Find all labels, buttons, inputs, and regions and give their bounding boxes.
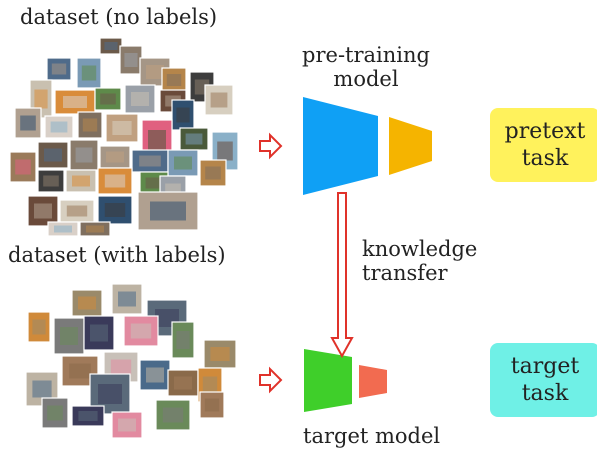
thumbnail-subject-shape: [118, 418, 136, 432]
dataset-no-labels-caption: dataset (no labels): [20, 5, 218, 29]
target-task-line1: target: [510, 353, 580, 379]
thumbnail-subject-shape: [32, 380, 52, 398]
thumbnail-subject-shape: [185, 133, 203, 145]
thumbnail-subject-shape: [78, 296, 96, 310]
thumbnail-subject-shape: [90, 324, 108, 342]
thumbnail-subject-shape: [118, 291, 136, 307]
thumbnail-subject-shape: [131, 92, 149, 106]
thumbnail-subject-shape: [78, 411, 98, 421]
dataset-thumbnail-image: [203, 339, 237, 369]
unlabeled-dataset-collage: [9, 37, 239, 237]
thumbnail-subject-shape: [104, 203, 126, 217]
thumbnail-subject-shape: [146, 367, 164, 383]
thumbnail-subject-shape: [47, 405, 63, 421]
dataset-thumbnail-image: [111, 283, 143, 315]
thumbnail-subject-shape: [75, 147, 93, 163]
thumbnail-subject-shape: [43, 175, 59, 187]
thumbnail-subject-shape: [100, 93, 116, 105]
pretext-task-box: pretext task: [490, 108, 597, 182]
thumbnail-subject-shape: [146, 65, 164, 79]
thumbnail-subject-shape: [20, 115, 36, 131]
knowledge-transfer-caption: knowledge transfer: [362, 237, 478, 285]
pretext-task-line1: pretext: [504, 118, 586, 144]
thumbnail-subject-shape: [104, 42, 118, 50]
thumbnail-subject-shape: [66, 205, 88, 217]
thumbnail-subject-shape: [63, 96, 87, 108]
target-task-line2: task: [521, 381, 569, 406]
thumbnail-subject-shape: [176, 107, 190, 123]
labeled-dataset-collage: [25, 283, 237, 439]
pretraining-caption-line2: model: [333, 66, 399, 91]
thumbnail-subject-shape: [130, 323, 152, 339]
thumbnail-subject-shape: [205, 166, 221, 180]
thumbnail-subject-shape: [81, 65, 97, 81]
thumbnail-subject-shape: [50, 121, 68, 133]
thumbnail-subject-shape: [174, 156, 192, 170]
knowledge-caption-line2: transfer: [362, 260, 448, 285]
thumbnail-subject-shape: [34, 203, 52, 219]
target-model-caption: target model: [303, 424, 441, 448]
thumbnail-subject-shape: [86, 225, 104, 233]
thumbnail-subject-shape: [110, 359, 132, 375]
target-head-shape: [359, 365, 387, 398]
thumbnail-subject-shape: [217, 141, 233, 161]
pretext-task-line2: task: [521, 146, 569, 171]
thumbnail-subject-shape: [202, 376, 218, 394]
thumbnail-subject-shape: [44, 148, 62, 162]
dataset-thumbnail-image: [54, 89, 96, 115]
thumbnail-subject-shape: [98, 384, 122, 404]
thumbnail-subject-shape: [150, 201, 186, 221]
dataset-thumbnail-image: [83, 315, 115, 351]
target-task-box: target task: [490, 343, 597, 417]
thumbnail-subject-shape: [72, 175, 90, 187]
thumbnail-subject-shape: [32, 319, 46, 335]
thumbnail-subject-shape: [104, 174, 126, 188]
knowledge-transfer-arrow: [330, 192, 354, 359]
thumbnail-subject-shape: [54, 225, 72, 233]
dataset-to-target-arrow: [259, 366, 283, 394]
thumbnail-subject-shape: [204, 398, 220, 412]
dataset-to-pretraining-arrow: [259, 132, 283, 160]
pretraining-caption-line1: pre-training: [302, 43, 430, 67]
dataset-thumbnail-image: [199, 159, 227, 187]
dataset-with-labels-caption: dataset (with labels): [8, 243, 226, 267]
thumbnail-subject-shape: [174, 376, 192, 390]
thumbnail-subject-shape: [69, 363, 91, 379]
dataset-thumbnail-image: [199, 391, 225, 419]
thumbnail-subject-shape: [145, 177, 163, 189]
dataset-thumbnail-image: [27, 195, 59, 227]
thumbnail-subject-shape: [139, 155, 161, 167]
thumbnail-subject-shape: [210, 92, 228, 108]
thumbnail-subject-shape: [60, 327, 78, 345]
pretraining-model-caption: pre-training model: [296, 43, 436, 91]
thumbnail-subject-shape: [166, 74, 182, 86]
thumbnail-subject-shape: [162, 407, 184, 423]
thumbnail-subject-shape: [34, 89, 48, 109]
dataset-thumbnail-image: [77, 111, 103, 139]
pretraining-encoder-shape: [303, 97, 378, 195]
dataset-thumbnail-image: [139, 359, 171, 391]
target-encoder-shape: [304, 349, 352, 412]
thumbnail-subject-shape: [124, 53, 138, 67]
thumbnail-subject-shape: [112, 121, 132, 135]
thumbnail-subject-shape: [210, 347, 230, 361]
thumbnail-subject-shape: [176, 331, 190, 349]
thumbnail-subject-shape: [15, 159, 31, 175]
thumbnail-subject-shape: [148, 130, 166, 150]
thumbnail-subject-shape: [51, 63, 67, 75]
pretraining-head-shape: [389, 117, 432, 175]
dataset-thumbnail-image: [155, 399, 191, 431]
thumbnail-subject-shape: [82, 118, 98, 132]
knowledge-caption-line1: knowledge: [362, 237, 478, 261]
thumbnail-subject-shape: [106, 151, 124, 163]
